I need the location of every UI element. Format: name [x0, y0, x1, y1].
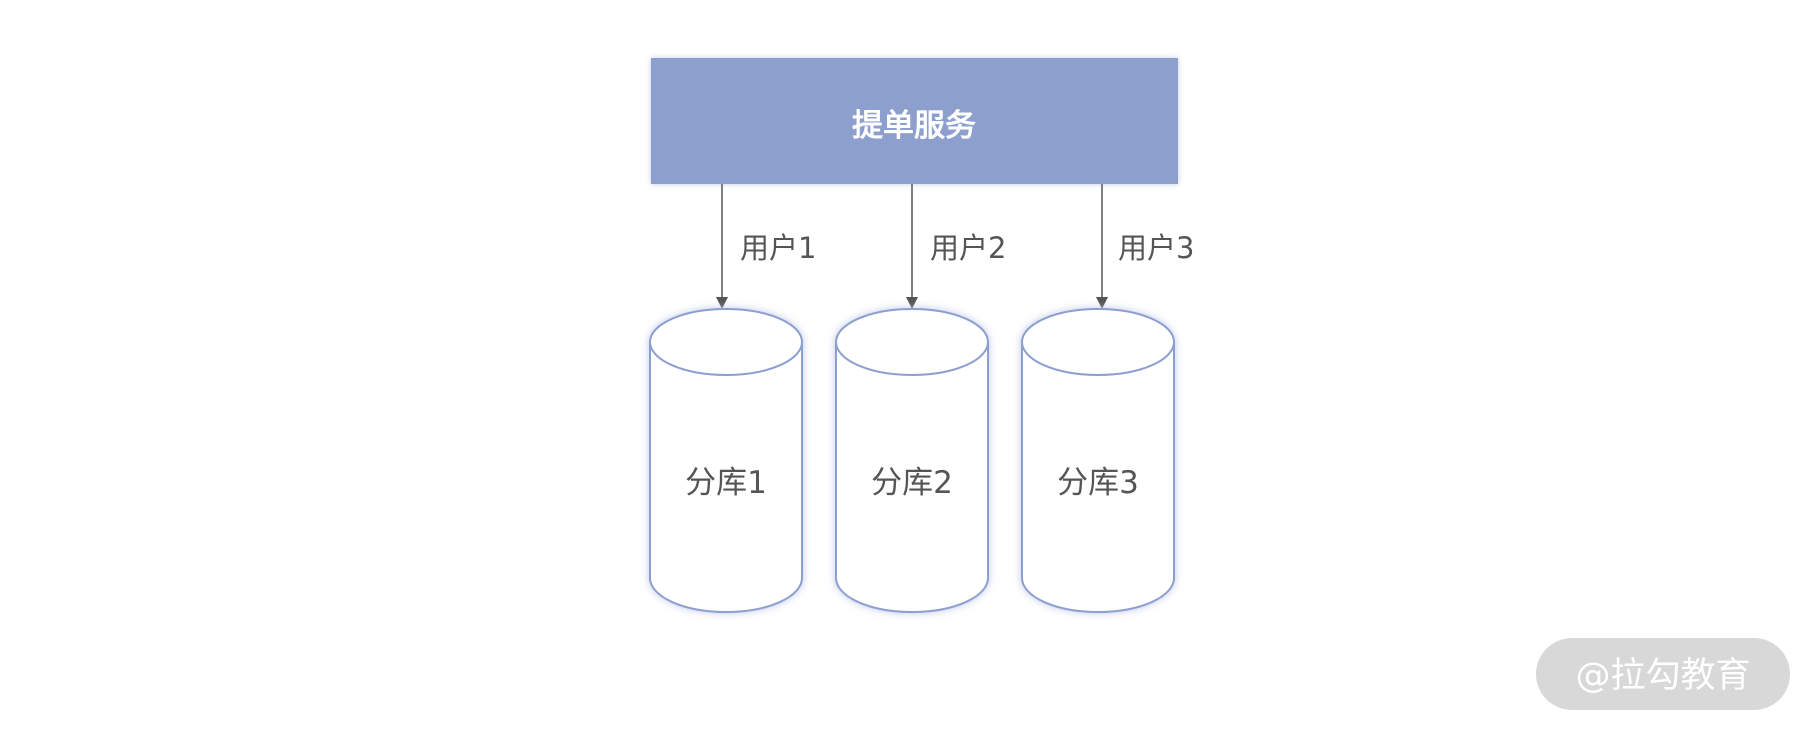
- edge-2-label: 用户2: [930, 231, 1006, 265]
- edge-1: 用户1: [716, 184, 816, 309]
- database-3-label: 分库3: [1057, 465, 1139, 501]
- edge-3-arrowhead: [1096, 297, 1108, 309]
- edge-3: 用户3: [1096, 184, 1194, 309]
- database-1: [649, 308, 803, 613]
- edge-2-arrowhead: [906, 297, 918, 309]
- edge-2: 用户2: [906, 184, 1006, 309]
- watermark-pill: [1536, 638, 1790, 710]
- edge-1-label: 用户1: [740, 231, 816, 265]
- edge-1-arrowhead: [716, 297, 728, 309]
- database-3-body: [1021, 342, 1175, 613]
- watermark-label: @拉勾教育: [1575, 656, 1750, 696]
- database-1-body: [649, 342, 803, 613]
- database-2: [835, 308, 989, 613]
- watermark: @拉勾教育: [1536, 638, 1790, 710]
- database-1-label: 分库1: [685, 465, 767, 501]
- database-2-label: 分库2: [871, 465, 953, 501]
- database-2-body: [835, 342, 989, 613]
- database-1-top: [649, 308, 803, 376]
- database-3-top: [1021, 308, 1175, 376]
- service-node: 提单服务: [651, 58, 1178, 184]
- service-box: [651, 58, 1178, 184]
- edge-3-label: 用户3: [1118, 231, 1194, 265]
- service-label: 提单服务: [852, 108, 976, 144]
- database-3: [1021, 308, 1175, 613]
- database-2-top: [835, 308, 989, 376]
